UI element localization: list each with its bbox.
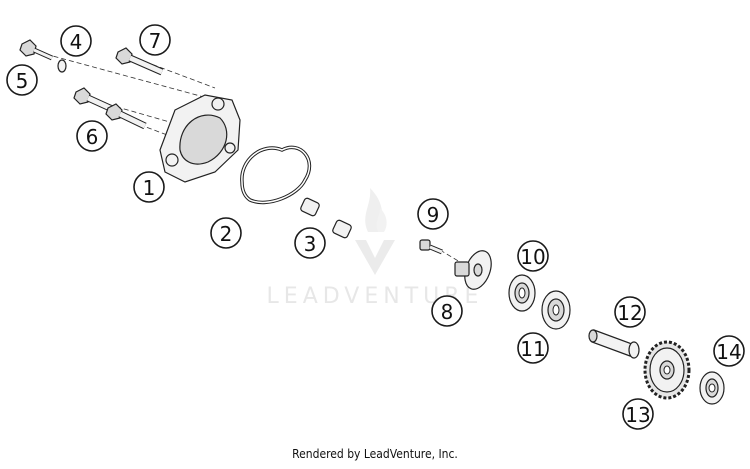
pump-shaft-part-12 <box>588 329 640 359</box>
impeller-part-8 <box>454 250 492 290</box>
gasket-inner-line <box>241 146 311 204</box>
callout-9: 9 <box>417 198 449 230</box>
svg-text:2: 2 <box>220 222 233 246</box>
callout-5: 5 <box>6 64 38 96</box>
washer-part-4 <box>57 59 67 73</box>
svg-text:14: 14 <box>716 340 741 364</box>
svg-text:12: 12 <box>617 301 642 325</box>
callout-1: 1 <box>133 171 165 203</box>
callout-3: 3 <box>294 227 326 259</box>
svg-text:10: 10 <box>520 245 545 269</box>
screw-part-9 <box>419 239 443 255</box>
svg-text:5: 5 <box>16 69 29 93</box>
bolt-part-5 <box>19 39 54 61</box>
dowel-sleeve-part-3b <box>332 219 352 239</box>
bolt-part-6b <box>105 103 147 130</box>
callout-12: 12 <box>614 296 646 328</box>
callout-4: 4 <box>60 25 92 57</box>
bearing-part-14 <box>699 371 725 405</box>
svg-text:11: 11 <box>520 337 545 361</box>
svg-text:13: 13 <box>625 403 650 427</box>
bearing-part-10 <box>508 274 536 312</box>
svg-text:4: 4 <box>70 30 83 54</box>
svg-text:8: 8 <box>441 300 454 324</box>
dowel-sleeve-part-3a <box>300 197 320 217</box>
svg-text:7: 7 <box>149 29 162 53</box>
callout-7: 7 <box>139 24 171 56</box>
footer-credit: Rendered by LeadVenture, Inc. <box>292 447 458 461</box>
gear-part-13 <box>643 340 691 400</box>
svg-text:1: 1 <box>143 176 156 200</box>
callout-2: 2 <box>210 217 242 249</box>
callout-14: 14 <box>713 335 745 367</box>
bearing-part-11 <box>541 290 571 330</box>
svg-text:6: 6 <box>86 125 99 149</box>
pump-cover-part-1 <box>159 94 241 183</box>
svg-text:9: 9 <box>427 203 440 227</box>
callout-13: 13 <box>622 398 654 430</box>
svg-text:3: 3 <box>304 232 317 256</box>
callout-10: 10 <box>517 240 549 272</box>
callout-8: 8 <box>431 295 463 327</box>
bolt-part-7 <box>115 47 164 76</box>
callout-6: 6 <box>76 120 108 152</box>
bolt-part-6a <box>73 87 112 112</box>
callout-11: 11 <box>517 332 549 364</box>
